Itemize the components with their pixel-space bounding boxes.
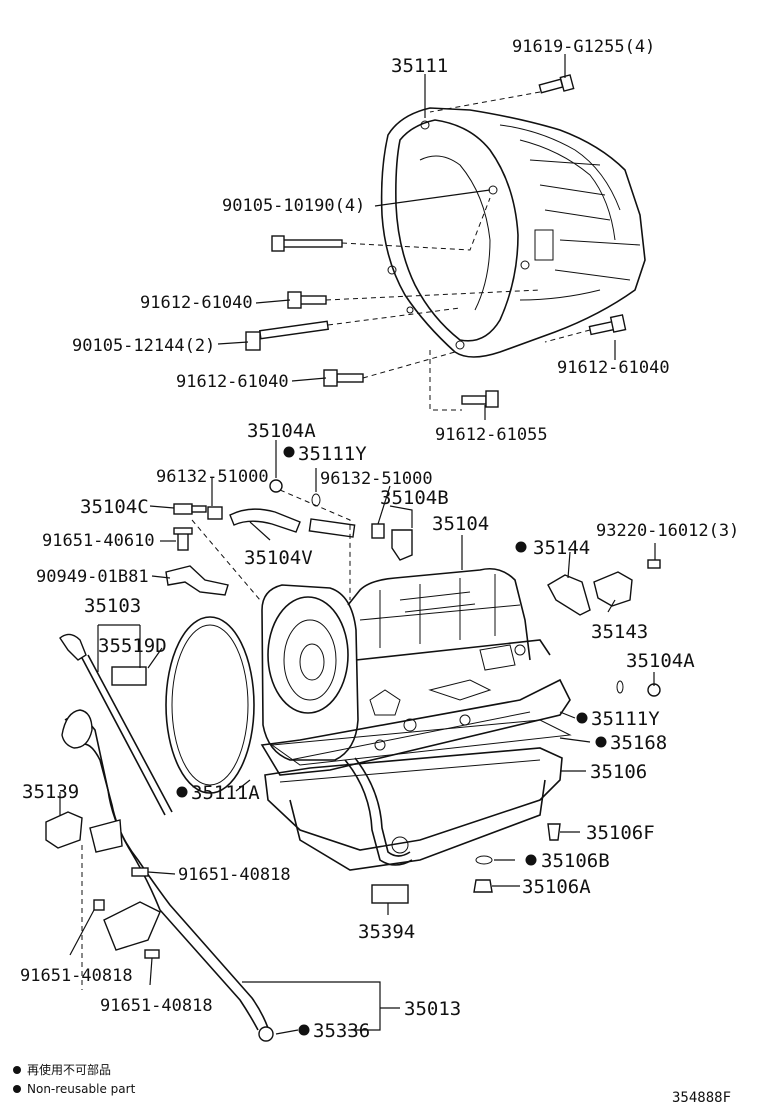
label-35104: 35104 [432, 513, 489, 535]
label-91612-61040-a: 91612-61040 [140, 293, 253, 313]
label-35168: 35168 [610, 732, 667, 754]
label-35111y-right: 35111Y [591, 708, 660, 730]
label-35144: 35144 [533, 537, 590, 559]
label-91651-40818-c: 91651-40818 [100, 996, 213, 1016]
label-91619-g1255: 91619-G1255(4) [512, 37, 655, 57]
dipstick [59, 616, 255, 816]
label-35104v: 35104V [244, 547, 313, 569]
legend-jp: 再使用不可部品 [27, 1062, 111, 1077]
label-35139: 35139 [22, 781, 79, 803]
drain-parts [371, 823, 561, 904]
label-91612-61055: 91612-61055 [435, 425, 548, 445]
label-35104b: 35104B [380, 487, 449, 509]
label-90105-10190: 90105-10190(4) [222, 196, 365, 216]
filler-tube [45, 709, 413, 1042]
oil-pan [264, 719, 572, 871]
label-35111: 35111 [391, 55, 448, 77]
label-91612-61040-b: 91612-61040 [176, 372, 289, 392]
label-35104a-right: 35104A [626, 650, 695, 672]
label-35106b: 35106B [541, 850, 610, 872]
label-90949-01b81: 90949-01B81 [36, 567, 149, 587]
diagram-id: 354888F [672, 1090, 731, 1106]
label-35106f: 35106F [586, 822, 655, 844]
label-35111y-top: 35111Y [298, 443, 367, 465]
label-35106: 35106 [590, 761, 647, 783]
label-35013: 35013 [404, 998, 461, 1020]
transmission-assembly [260, 567, 571, 776]
label-91651-40818-a: 91651-40818 [178, 865, 291, 885]
label-35111a: 35111A [191, 782, 260, 804]
label-35336: 35336 [313, 1020, 370, 1042]
label-96132-51000-b: 96132-51000 [320, 469, 433, 489]
housing-bolts [245, 74, 627, 411]
legend: 再使用不可部品 Non-reusable part [27, 1062, 136, 1096]
label-90105-12144: 90105-12144(2) [72, 336, 215, 356]
label-35104a-top: 35104A [247, 420, 316, 442]
label-35519d: 35519D [98, 635, 167, 657]
part-labels: 35111 91619-G1255(4) 90105-10190(4) 9161… [20, 37, 739, 1042]
brackets-right [547, 559, 661, 697]
label-91612-61040-c: 91612-61040 [557, 358, 670, 378]
label-96132-51000-a: 96132-51000 [156, 467, 269, 487]
label-35103: 35103 [84, 595, 141, 617]
label-91651-40610: 91651-40610 [42, 531, 155, 551]
label-35106a: 35106A [522, 876, 591, 898]
label-93220-16012: 93220-16012(3) [596, 521, 739, 541]
cooler-hoses [165, 479, 413, 601]
legend-en: Non-reusable part [27, 1082, 136, 1096]
non-reusable-markers [13, 446, 607, 1093]
leader-lines [59, 54, 656, 1035]
transmission-housing [380, 107, 646, 358]
label-35143: 35143 [591, 621, 648, 643]
label-35104c: 35104C [80, 496, 149, 518]
label-35394: 35394 [358, 921, 415, 943]
label-91651-40818-b: 91651-40818 [20, 966, 133, 986]
